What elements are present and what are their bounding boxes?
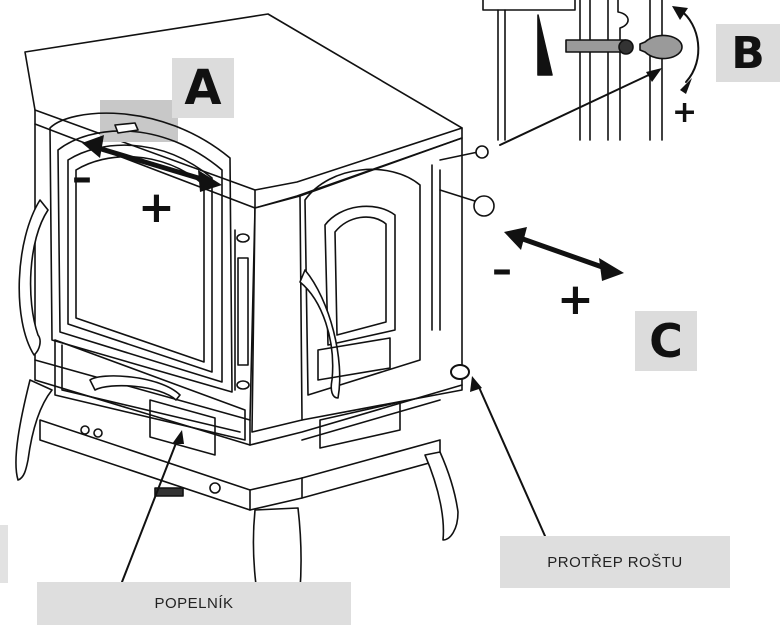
label-a: A xyxy=(172,58,234,118)
minus-sign-c: – xyxy=(492,247,512,293)
label-b: B xyxy=(716,24,780,82)
plus-sign-c: + xyxy=(557,274,594,325)
caption-ash-pan: POPELNÍK xyxy=(37,582,351,625)
adjust-arrows xyxy=(95,145,608,271)
arrow-a-right-head xyxy=(198,170,222,192)
arrow-c-right-head xyxy=(599,258,624,281)
plus-sign-a: + xyxy=(138,182,175,233)
detail-inset-b xyxy=(482,0,700,146)
arrow-c-left-head xyxy=(504,227,527,250)
plus-sign-b: + xyxy=(672,95,698,130)
lever-a xyxy=(114,122,139,134)
lever-a-highlight xyxy=(100,100,178,142)
caption-grate-shaker: PROTŘEP ROŠTU xyxy=(500,536,730,588)
minus-sign-a: – xyxy=(72,155,92,201)
corner-pillar xyxy=(234,195,303,433)
edge-fragment xyxy=(0,525,8,583)
base xyxy=(34,337,463,511)
side-door xyxy=(299,137,495,421)
label-c: C xyxy=(635,311,697,371)
leader-lines xyxy=(121,364,546,583)
arrow-a-left-head xyxy=(82,135,104,158)
